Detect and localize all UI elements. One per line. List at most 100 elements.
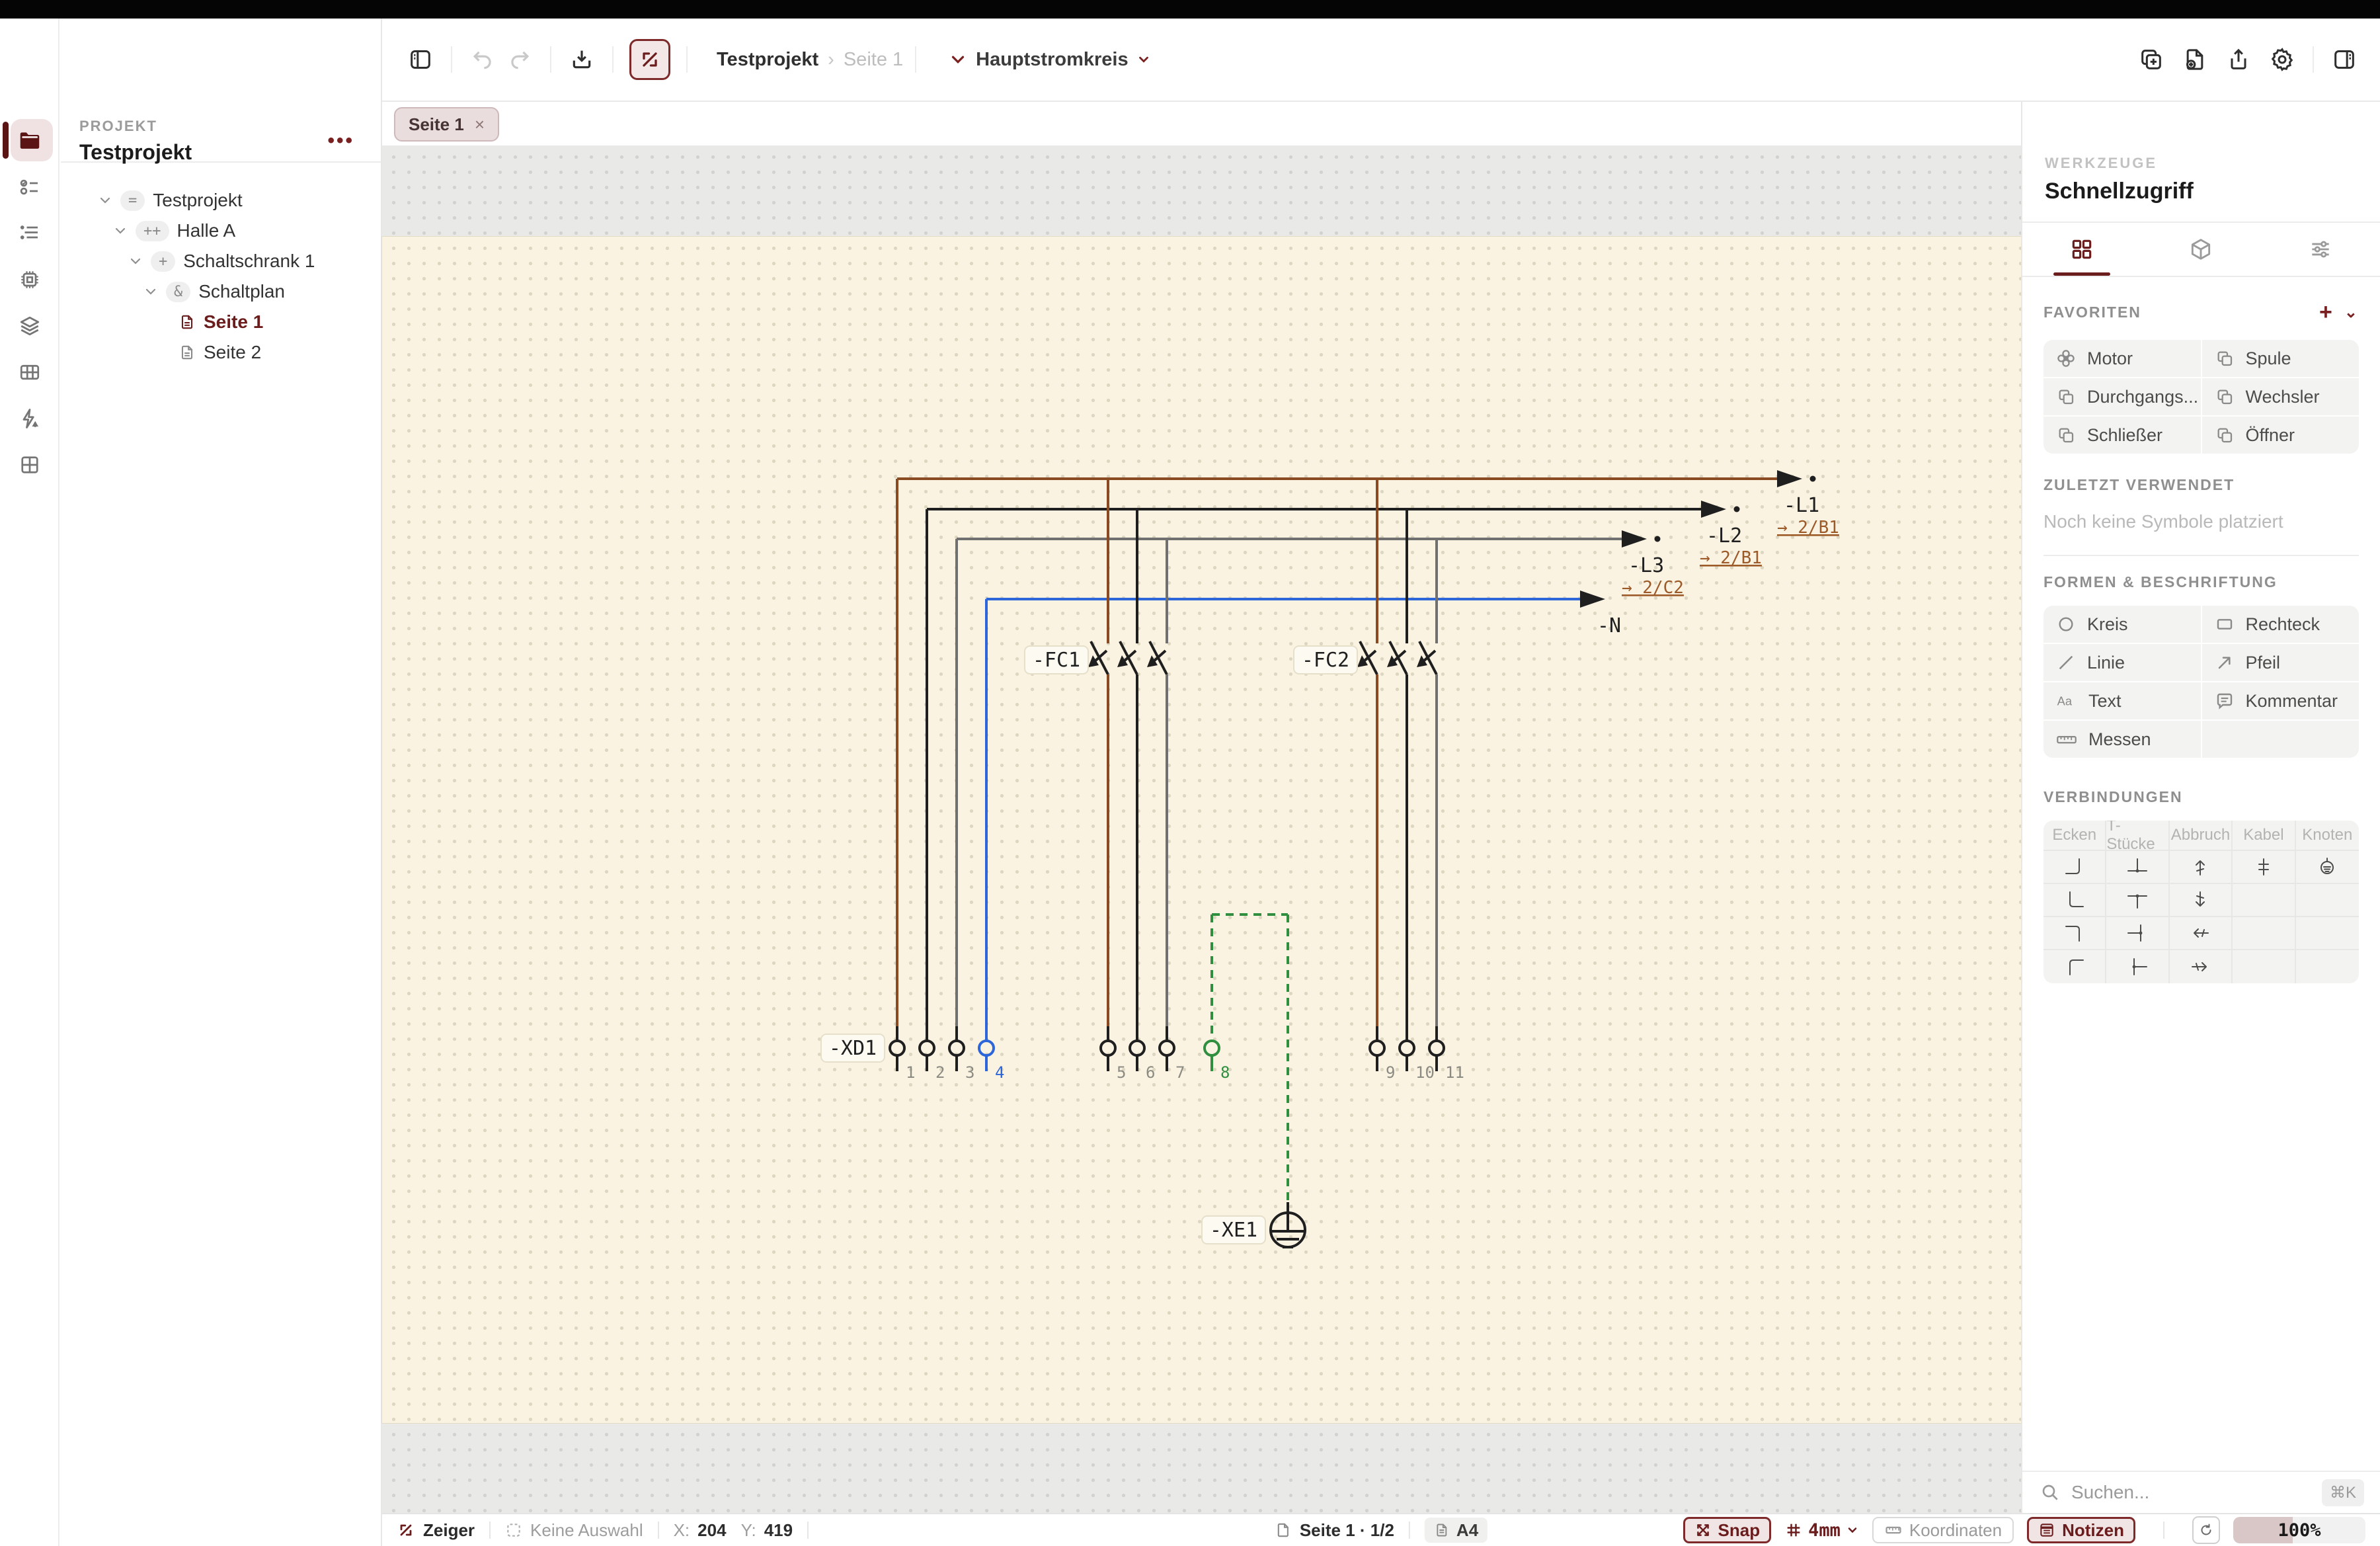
cross-reference-link[interactable]: → 2/C2 <box>1622 578 1684 598</box>
terminal[interactable] <box>889 1039 906 1057</box>
terminal[interactable] <box>1398 1039 1415 1057</box>
terminal[interactable] <box>1158 1039 1175 1057</box>
rail-item-layers[interactable] <box>0 303 60 349</box>
grid-size-selector[interactable]: 4mm <box>1784 1520 1859 1541</box>
chevron-down-icon[interactable] <box>95 192 115 208</box>
tab-filter-settings[interactable] <box>2261 223 2380 276</box>
favorite-öffner[interactable]: Öffner <box>2202 417 2359 454</box>
rail-item-tasks[interactable] <box>0 164 60 210</box>
connection-corner-bl[interactable] <box>2043 884 2107 917</box>
chevron-down-icon[interactable] <box>141 284 161 300</box>
connection-corner-br[interactable] <box>2043 851 2107 884</box>
component-label-box[interactable] <box>1293 645 1358 674</box>
tab-symbol-library[interactable] <box>2141 223 2260 276</box>
terminal[interactable] <box>1129 1039 1146 1057</box>
tree-item-seite-1[interactable]: Seite 1 <box>61 307 381 337</box>
terminal[interactable] <box>918 1039 935 1057</box>
rail-item-diagnostics[interactable]: ! <box>0 395 60 442</box>
export-button[interactable] <box>563 41 600 78</box>
snap-toggle-button[interactable]: Snap <box>1683 1517 1772 1543</box>
page-indicator[interactable]: Seite 1 · 1/2 <box>1275 1520 1394 1541</box>
wire[interactable] <box>1422 649 1437 663</box>
undo-button[interactable] <box>464 41 501 78</box>
connection-arrow-right[interactable] <box>2170 950 2233 983</box>
connection-tee-down[interactable] <box>2106 884 2170 917</box>
connection-corner-tr[interactable] <box>2043 917 2107 950</box>
project-menu-button[interactable]: ••• <box>327 130 354 151</box>
connection-node[interactable] <box>2295 851 2359 884</box>
tree-item-testprojekt[interactable]: =Testprojekt <box>61 185 381 216</box>
cross-reference-link[interactable]: → 2/B1 <box>1777 518 1839 538</box>
active-tool-indicator[interactable]: Zeiger <box>397 1520 475 1541</box>
connection-arrow-up[interactable] <box>2169 851 2233 884</box>
close-icon[interactable]: × <box>474 114 485 134</box>
favorite-durchgangs-[interactable]: Durchgangs... <box>2043 378 2201 415</box>
tree-item-schaltschrank-1[interactable]: +Schaltschrank 1 <box>61 246 381 276</box>
rail-item-tables[interactable] <box>0 349 60 395</box>
tree-item-halle-a[interactable]: ++Halle A <box>61 216 381 246</box>
terminal[interactable] <box>948 1039 965 1057</box>
favorite-spule[interactable]: Spule <box>2202 340 2359 377</box>
toggle-right-panel-button[interactable] <box>2326 41 2363 78</box>
favorite-schlie-er[interactable]: Schließer <box>2043 417 2201 454</box>
share-button[interactable] <box>2220 41 2257 78</box>
rail-item-list[interactable] <box>0 210 60 257</box>
rail-item-apps[interactable] <box>0 442 60 488</box>
breadcrumb-project[interactable]: Testprojekt <box>717 48 819 70</box>
shape-messen[interactable]: Messen <box>2043 721 2201 758</box>
wire[interactable] <box>1123 649 1137 663</box>
chevron-down-icon[interactable] <box>126 253 145 269</box>
tab-quick-access[interactable] <box>2022 223 2141 276</box>
terminal[interactable] <box>1203 1039 1220 1057</box>
circuit-selector[interactable]: Hauptstromkreis <box>948 49 1150 71</box>
notes-toggle-button[interactable]: Notizen <box>2027 1517 2135 1543</box>
connection-tee-right[interactable] <box>2106 950 2170 983</box>
terminal[interactable] <box>1368 1039 1386 1057</box>
toggle-sidebar-button[interactable] <box>402 41 439 78</box>
wire[interactable] <box>1363 649 1377 663</box>
coordinates-toggle-button[interactable]: Koordinaten <box>1872 1517 2014 1543</box>
wire[interactable] <box>1152 649 1167 663</box>
symbol-search[interactable]: Suchen... ⌘K <box>2022 1471 2380 1513</box>
zoom-control[interactable]: 100% <box>2233 1517 2365 1543</box>
rail-item-project-files[interactable] <box>0 118 60 164</box>
connection-tee-up[interactable] <box>2106 851 2170 884</box>
connection-cable[interactable] <box>2233 851 2296 884</box>
connection-arrow-down[interactable] <box>2169 884 2233 917</box>
shape-rechteck[interactable]: Rechteck <box>2202 606 2359 643</box>
tree-item-seite-2[interactable]: Seite 2 <box>61 337 381 368</box>
reset-view-button[interactable] <box>2192 1516 2220 1544</box>
settings-button[interactable] <box>2264 41 2301 78</box>
redo-button[interactable] <box>501 41 538 78</box>
cross-reference-link[interactable]: → 2/B1 <box>1700 548 1762 568</box>
new-page-button[interactable] <box>2176 41 2213 78</box>
duplicate-page-button[interactable] <box>2133 41 2170 78</box>
favorite-wechsler[interactable]: Wechsler <box>2202 378 2359 415</box>
breadcrumb-page[interactable]: Seite 1 <box>843 48 904 70</box>
chevron-down-icon[interactable] <box>110 223 130 239</box>
pointer-tool-button[interactable] <box>629 39 670 80</box>
shape-kreis[interactable]: Kreis <box>2043 606 2201 643</box>
shape-kommentar[interactable]: Kommentar <box>2202 682 2359 719</box>
tree-item-schaltplan[interactable]: &Schaltplan <box>61 276 381 307</box>
shape-pfeil[interactable]: Pfeil <box>2202 644 2359 681</box>
wire[interactable] <box>1392 649 1407 663</box>
wire[interactable] <box>1093 649 1108 663</box>
terminal[interactable] <box>978 1039 995 1057</box>
connection-corner-tl[interactable] <box>2043 950 2107 983</box>
shape-linie[interactable]: Linie <box>2043 644 2201 681</box>
component-label-box[interactable] <box>1024 645 1089 674</box>
tab-seite-1[interactable]: Seite 1 × <box>394 107 500 142</box>
component-label-box[interactable] <box>820 1034 885 1063</box>
connection-arrow-left[interactable] <box>2169 917 2233 950</box>
connection-tee-left[interactable] <box>2106 917 2170 950</box>
terminal[interactable] <box>1428 1039 1445 1057</box>
paper-format-badge[interactable]: A4 <box>1424 1518 1488 1543</box>
component-label-box[interactable] <box>1201 1215 1266 1244</box>
chevron-down-icon[interactable]: ⌄ <box>2344 304 2359 321</box>
add-favorite-button[interactable]: + <box>2319 300 2334 325</box>
favorite-motor[interactable]: Motor <box>2043 340 2201 377</box>
rail-item-devices[interactable] <box>0 257 60 303</box>
